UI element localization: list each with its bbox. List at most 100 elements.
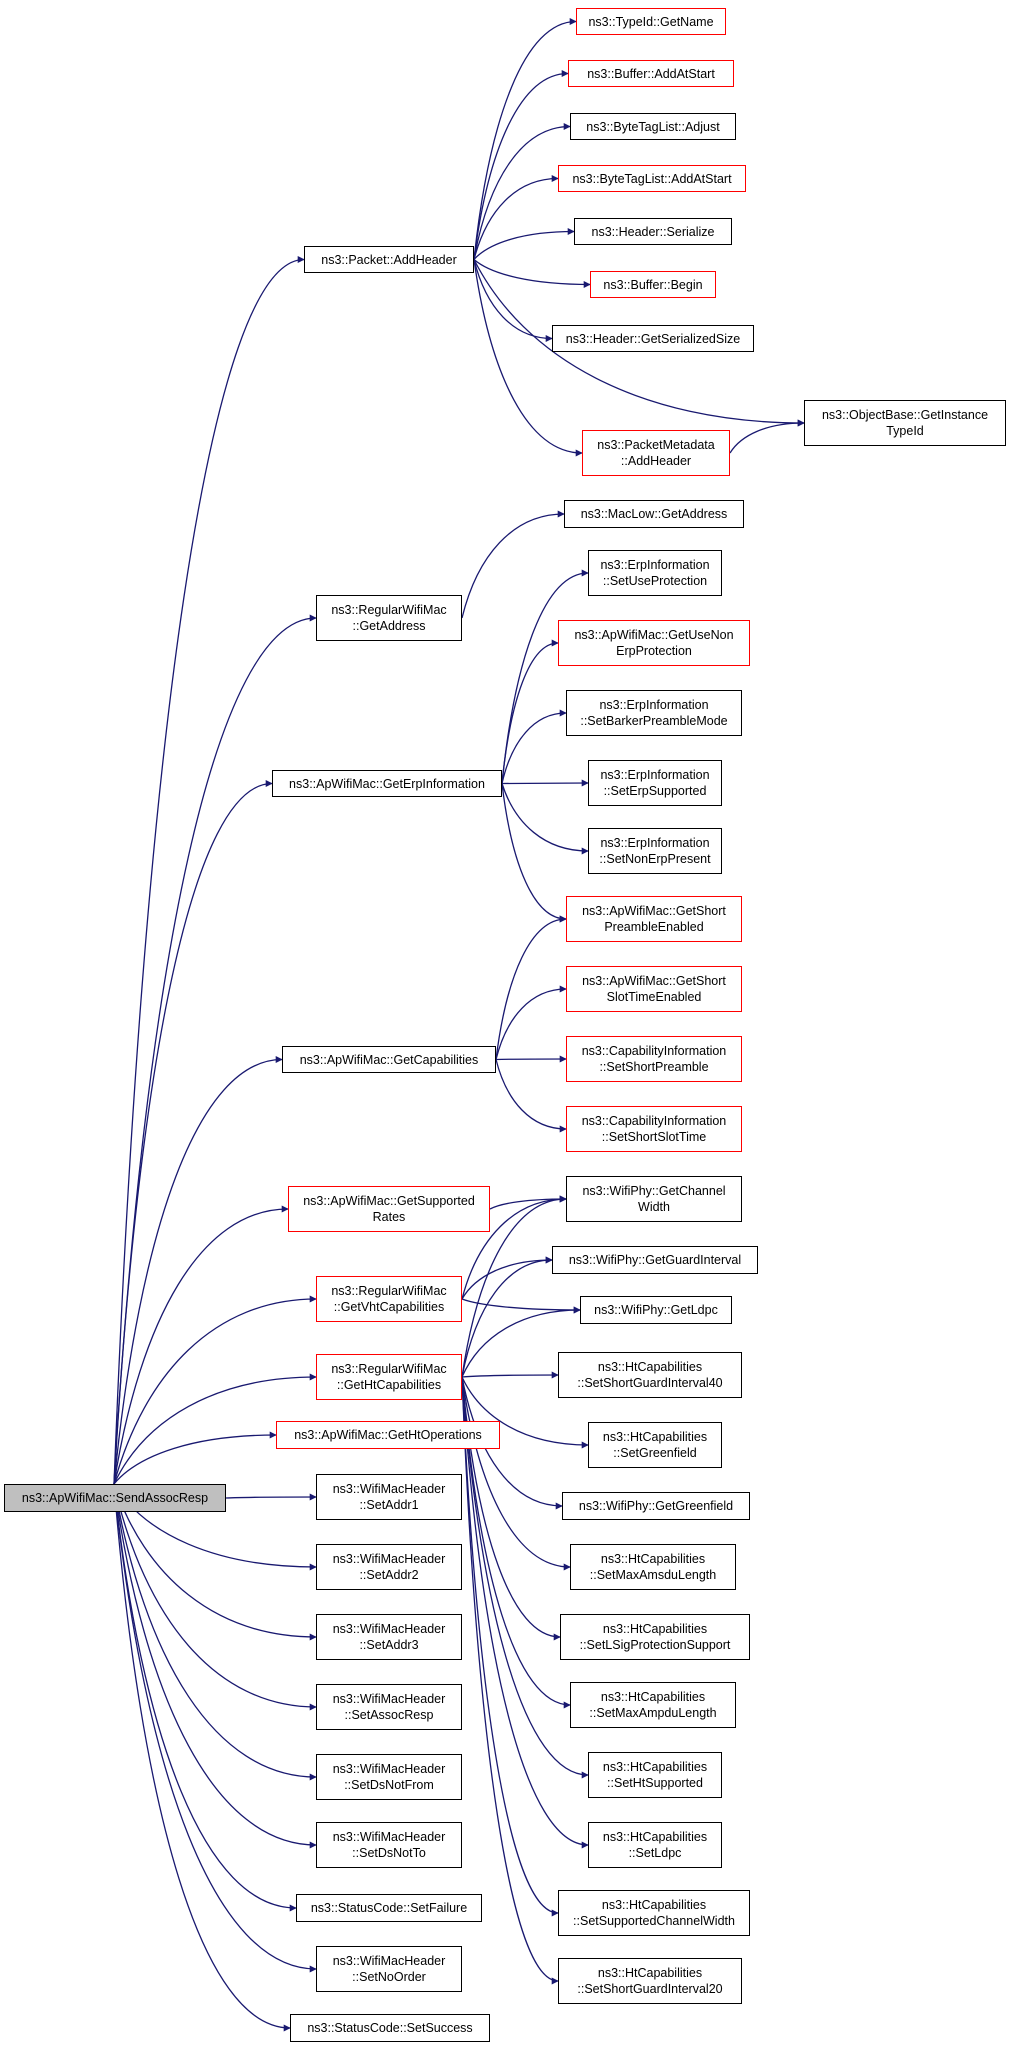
node-htcapabilities-setldpc[interactable]: ns3::HtCapabilities::SetLdpc <box>588 1822 722 1868</box>
node-label: ns3::WifiPhy::GetLdpc <box>594 1303 718 1317</box>
edge-root-to-regularwifimac-gethtcapabilities <box>113 1373 317 1485</box>
node-label: ns3::Header::Serialize <box>591 224 715 239</box>
node-htcapabilities-setsupportedchannelwidth[interactable]: ns3::HtCapabilities::SetSupportedChannel… <box>558 1890 750 1936</box>
edge-packet-addheader-to-buffer-addatstart <box>473 70 569 260</box>
edge-apwifimac-geterpinformation-to-apwifimac-getshortpreambleenabled <box>501 783 567 923</box>
node-apwifimac-gethtoperations[interactable]: ns3::ApWifiMac::GetHtOperations <box>276 1421 500 1449</box>
node-wifimacheader-setaddr3[interactable]: ns3::WifiMacHeader::SetAddr3 <box>316 1614 462 1660</box>
edge-regularwifimac-gethtcapabilities-to-htcapabilities-setshortguardinterval40 <box>461 1371 559 1379</box>
node-label: ns3::PacketMetadata::AddHeader <box>597 438 715 468</box>
node-label: ns3::HtCapabilities::SetHtSupported <box>602 1760 708 1790</box>
edge-root-to-statuscode-setfailure <box>113 1483 297 1912</box>
node-statuscode-setsuccess[interactable]: ns3::StatusCode::SetSuccess <box>290 2014 490 2042</box>
node-label: ns3::HtCapabilities::SetMaxAmpduLength <box>589 1690 717 1720</box>
node-label: ns3::ErpInformation::SetErpSupported <box>600 768 710 798</box>
edge-packet-addheader-to-buffer-begin <box>473 259 591 288</box>
node-label: ns3::ByteTagList::Adjust <box>586 119 720 134</box>
node-erpinformation-setuseprotection[interactable]: ns3::ErpInformation::SetUseProtection <box>588 550 722 596</box>
node-wifiphy-getguardinterval[interactable]: ns3::WifiPhy::GetGuardInterval <box>552 1246 758 1274</box>
edge-apwifimac-geterpinformation-to-erpinformation-setuseprotection <box>501 569 589 784</box>
node-wifimacheader-setdsnotto[interactable]: ns3::WifiMacHeader::SetDsNotTo <box>316 1822 462 1868</box>
node-htcapabilities-setshortguardinterval40[interactable]: ns3::HtCapabilities::SetShortGuardInterv… <box>558 1352 742 1398</box>
edge-regularwifimac-gethtcapabilities-to-htcapabilities-setldpc <box>461 1376 589 1849</box>
edge-apwifimac-geterpinformation-to-erpinformation-setbarkerpreamblemode <box>501 709 567 784</box>
edge-apwifimac-getcapabilities-to-capabilityinformation-setshortpreamble <box>495 1055 567 1063</box>
node-label: ns3::WifiPhy::GetGreenfield <box>578 1499 734 1513</box>
edge-regularwifimac-gethtcapabilities-to-wifiphy-getchannelwidth <box>461 1195 567 1378</box>
edge-root-to-wifimacheader-setdsnotto <box>113 1483 317 1849</box>
node-label: ns3::HtCapabilities::SetLSigProtectionSu… <box>579 1622 731 1652</box>
node-label: ns3::RegularWifiMac::GetHtCapabilities <box>331 1362 447 1392</box>
node-typeid-getname[interactable]: ns3::TypeId::GetName <box>576 8 726 35</box>
node-statuscode-setfailure[interactable]: ns3::StatusCode::SetFailure <box>296 1894 482 1922</box>
node-wifiphy-getldpc[interactable]: ns3::WifiPhy::GetLdpc <box>580 1296 732 1324</box>
node-label: ns3::StatusCode::SetFailure <box>310 1901 468 1915</box>
node-wifiphy-getgreenfield[interactable]: ns3::WifiPhy::GetGreenfield <box>562 1492 750 1520</box>
edge-apwifimac-getcapabilities-to-apwifimac-getshortslottimeenabled <box>495 985 567 1060</box>
node-erpinformation-seterpsupported[interactable]: ns3::ErpInformation::SetErpSupported <box>588 760 722 806</box>
edge-regularwifimac-getvhtcapabilities-to-wifiphy-getldpc <box>461 1298 581 1314</box>
node-wifimacheader-setaddr2[interactable]: ns3::WifiMacHeader::SetAddr2 <box>316 1544 462 1590</box>
node-buffer-begin[interactable]: ns3::Buffer::Begin <box>590 271 716 298</box>
node-bytetaglist-addatstart[interactable]: ns3::ByteTagList::AddAtStart <box>558 165 746 192</box>
node-label: ns3::WifiPhy::GetGuardInterval <box>568 1253 742 1267</box>
edge-root-to-wifimacheader-setnoorder <box>113 1483 317 1973</box>
edge-apwifimac-geterpinformation-to-erpinformation-seterpsupported <box>501 779 589 787</box>
edge-regularwifimac-gethtcapabilities-to-htcapabilities-setsupportedchannelwidth <box>461 1376 559 1917</box>
node-regularwifimac-getaddress[interactable]: ns3::RegularWifiMac::GetAddress <box>316 595 462 641</box>
node-wifimacheader-setassocresp[interactable]: ns3::WifiMacHeader::SetAssocResp <box>316 1684 462 1730</box>
node-capabilityinformation-setshortslottime[interactable]: ns3::CapabilityInformation::SetShortSlot… <box>566 1106 742 1152</box>
node-apwifimac-getcapabilities[interactable]: ns3::ApWifiMac::GetCapabilities <box>282 1046 496 1073</box>
node-regularwifimac-getvhtcapabilities[interactable]: ns3::RegularWifiMac::GetVhtCapabilities <box>316 1276 462 1322</box>
node-regularwifimac-gethtcapabilities[interactable]: ns3::RegularWifiMac::GetHtCapabilities <box>316 1354 462 1400</box>
edge-packet-addheader-to-header-getserializedsize <box>473 259 553 342</box>
node-label: ns3::Buffer::Begin <box>603 277 703 292</box>
node-label: ns3::WifiMacHeader::SetAddr1 <box>332 1482 446 1512</box>
node-label: ns3::ApWifiMac::GetCapabilities <box>299 1052 479 1067</box>
node-label: ns3::HtCapabilities::SetShortGuardInterv… <box>577 1966 723 1996</box>
node-htcapabilities-setlsigprotectionsupport[interactable]: ns3::HtCapabilities::SetLSigProtectionSu… <box>560 1614 750 1660</box>
node-apwifimac-geterpinformation[interactable]: ns3::ApWifiMac::GetErpInformation <box>272 770 502 797</box>
node-buffer-addatstart[interactable]: ns3::Buffer::AddAtStart <box>568 60 734 87</box>
edge-packet-addheader-to-typeid-getname <box>473 18 577 260</box>
node-wifimacheader-setdsnotfrom[interactable]: ns3::WifiMacHeader::SetDsNotFrom <box>316 1754 462 1800</box>
node-packetmetadata-addheader[interactable]: ns3::PacketMetadata::AddHeader <box>582 430 730 476</box>
node-maclow-getaddress[interactable]: ns3::MacLow::GetAddress <box>564 500 744 528</box>
node-label: ns3::ApWifiMac::GetHtOperations <box>294 1428 482 1442</box>
node-packet-addheader[interactable]: ns3::Packet::AddHeader <box>304 246 474 273</box>
node-header-serialize[interactable]: ns3::Header::Serialize <box>574 218 732 245</box>
node-label: ns3::ApWifiMac::SendAssocResp <box>21 1491 209 1505</box>
node-erpinformation-setnonerppresent[interactable]: ns3::ErpInformation::SetNonErpPresent <box>588 828 722 874</box>
node-wifimacheader-setnoorder[interactable]: ns3::WifiMacHeader::SetNoOrder <box>316 1946 462 1992</box>
edge-root-to-apwifimac-getcapabilities <box>113 1056 283 1485</box>
node-htcapabilities-sethtsupported[interactable]: ns3::HtCapabilities::SetHtSupported <box>588 1752 722 1798</box>
edge-regularwifimac-gethtcapabilities-to-wifiphy-getldpc <box>461 1306 581 1378</box>
node-label: ns3::RegularWifiMac::GetVhtCapabilities <box>331 1284 447 1314</box>
edge-regularwifimac-gethtcapabilities-to-wifiphy-getguardinterval <box>461 1256 553 1378</box>
node-label: ns3::ErpInformation::SetUseProtection <box>600 558 710 588</box>
node-capabilityinformation-setshortpreamble[interactable]: ns3::CapabilityInformation::SetShortPrea… <box>566 1036 742 1082</box>
node-label: ns3::Packet::AddHeader <box>321 252 457 267</box>
node-bytetaglist-adjust[interactable]: ns3::ByteTagList::Adjust <box>570 113 736 140</box>
edge-packet-addheader-to-header-serialize <box>473 228 575 260</box>
node-htcapabilities-setshortguardinterval20[interactable]: ns3::HtCapabilities::SetShortGuardInterv… <box>558 1958 742 2004</box>
node-htcapabilities-setgreenfield[interactable]: ns3::HtCapabilities::SetGreenfield <box>588 1422 722 1468</box>
node-label: ns3::StatusCode::SetSuccess <box>307 2021 473 2035</box>
node-erpinformation-setbarkerpreamblemode[interactable]: ns3::ErpInformation::SetBarkerPreambleMo… <box>566 690 742 736</box>
node-header-getserializedsize[interactable]: ns3::Header::GetSerializedSize <box>552 325 754 352</box>
node-htcapabilities-setmaxampdulength[interactable]: ns3::HtCapabilities::SetMaxAmpduLength <box>570 1682 736 1728</box>
node-htcapabilities-setmaxamsdulength[interactable]: ns3::HtCapabilities::SetMaxAmsduLength <box>570 1544 736 1590</box>
node-label: ns3::WifiMacHeader::SetNoOrder <box>332 1954 446 1984</box>
edge-root-to-wifimacheader-setdsnotfrom <box>113 1483 317 1781</box>
edge-regularwifimac-gethtcapabilities-to-htcapabilities-setshortguardinterval20 <box>461 1376 559 1985</box>
node-wifimacheader-setaddr1[interactable]: ns3::WifiMacHeader::SetAddr1 <box>316 1474 462 1520</box>
edge-packet-addheader-to-bytetaglist-addatstart <box>473 175 559 260</box>
